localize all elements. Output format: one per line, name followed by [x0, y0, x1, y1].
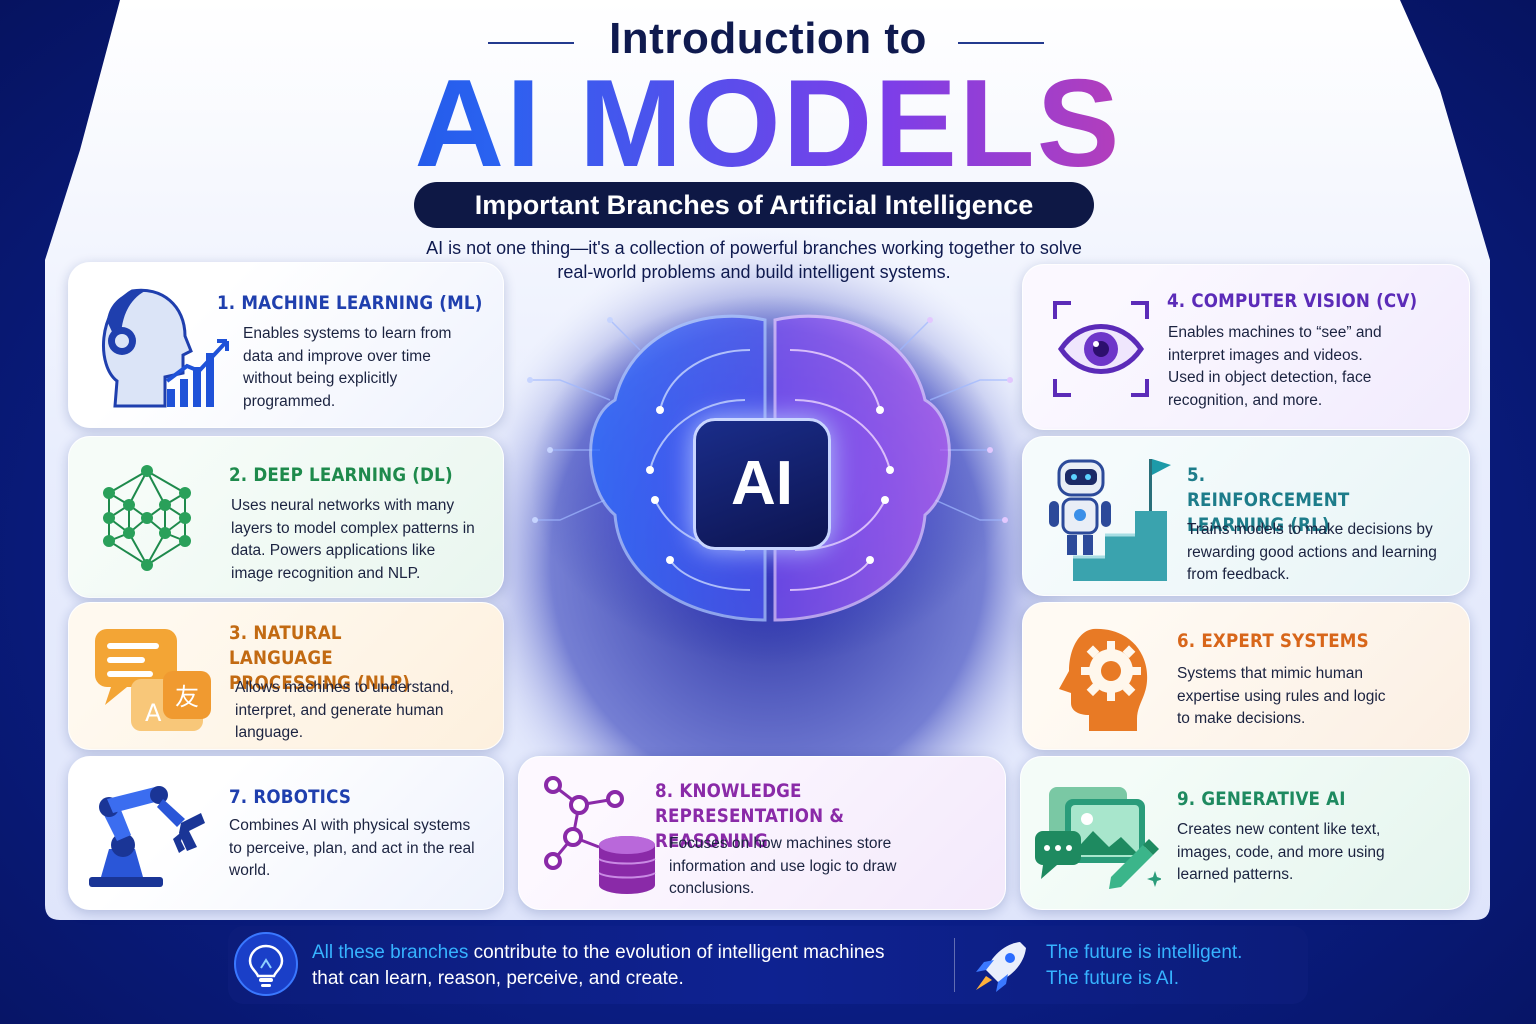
robot-stairs-flag-icon [1049, 459, 1171, 581]
page-title: AI MODELS [0, 62, 1536, 186]
card-description: Combines AI with physical systems to per… [229, 817, 475, 879]
card-machine-learning: 1. MACHINE LEARNING (ML) Enables systems… [68, 262, 504, 428]
card-natural-language-processing: A 友 3. NATURAL LANGUAGE PROCESSING (NLP)… [68, 602, 504, 750]
card-title: 8. KNOWLEDGE REPRESENTATION & REASONING [655, 780, 845, 852]
card-deep-learning: 2. DEEP LEARNING (DL) Uses neural networ… [68, 436, 504, 598]
eye-scan-icon [1053, 301, 1149, 397]
card-title: 3. NATURAL LANGUAGE PROCESSING (NLP) [229, 622, 411, 694]
card-reinforcement-learning: 5. REINFORCEMENT LEARNING (RL) Trains mo… [1022, 436, 1470, 596]
card-title: 1. MACHINE LEARNING (ML) [217, 292, 483, 314]
card-description: Enables systems to learn from data and i… [243, 325, 452, 410]
card-title: 9. GENERATIVE AI [1177, 788, 1346, 810]
header-rule-right [958, 42, 1044, 44]
intro-text: AI is not one thing—it's a collection of… [426, 238, 1082, 282]
knowledge-graph-database-icon [544, 776, 656, 894]
card-knowledge-representation: 8. KNOWLEDGE REPRESENTATION & REASONING … [518, 756, 1006, 910]
footer-left-line-2: that can learn, reason, perceive, and cr… [312, 968, 684, 989]
lightbulb-icon [234, 932, 298, 996]
head-gear-icon [1059, 628, 1148, 731]
subtitle-pill: Important Branches of Artificial Intelli… [414, 182, 1094, 228]
neural-network-icon [103, 465, 191, 571]
footer-right-line-2: The future is AI. [1046, 968, 1180, 989]
card-title: 4. COMPUTER VISION (CV) [1167, 290, 1418, 312]
header-intro-line: Introduction to [609, 14, 927, 63]
robot-arm-icon [89, 786, 205, 887]
footer-left-line-1: All these branches contribute to the evo… [312, 940, 942, 966]
card-description: Focuses on how machines store informatio… [669, 835, 897, 897]
card-generative-ai: 9. GENERATIVE AI Creates new content lik… [1020, 756, 1470, 910]
footer-banner [228, 926, 1308, 1004]
card-title: 5. REINFORCEMENT LEARNING (RL) [1187, 464, 1350, 536]
header-rule-left [488, 42, 574, 44]
card-robotics: 7. ROBOTICS Combines AI with physical sy… [68, 756, 504, 910]
card-description: Uses neural networks with many layers to… [231, 497, 475, 582]
card-description: Enables machines to “see” and interpret … [1168, 324, 1382, 409]
footer-highlight: All these branches [312, 942, 469, 963]
chat-translation-icon: A 友 [95, 629, 211, 731]
card-computer-vision: 4. COMPUTER VISION (CV) Enables machines… [1022, 264, 1470, 430]
card-title: 6. EXPERT SYSTEMS [1177, 630, 1369, 652]
card-description: Systems that mimic human expertise using… [1177, 665, 1386, 727]
svg-text:A: A [145, 699, 162, 727]
image-chat-pencil-icon [1035, 787, 1161, 889]
card-title: 7. ROBOTICS [229, 786, 352, 808]
footer-left-text-1: contribute to the evolution of intellige… [468, 942, 885, 963]
card-description: Allows machines to understand, interpret… [235, 679, 454, 741]
footer-right-line-1: The future is intelligent. [1046, 942, 1243, 963]
footer-divider [954, 938, 955, 992]
ai-chip: AI [693, 418, 831, 550]
card-description: Trains models to make decisions by rewar… [1187, 521, 1437, 583]
card-expert-systems: 6. EXPERT SYSTEMS Systems that mimic hum… [1022, 602, 1470, 750]
robot-head-growth-chart-icon [102, 288, 229, 408]
card-title: 2. DEEP LEARNING (DL) [229, 464, 453, 486]
card-description: Creates new content like text, images, c… [1177, 821, 1385, 883]
svg-text:友: 友 [175, 683, 199, 711]
rocket-icon [976, 942, 1026, 992]
